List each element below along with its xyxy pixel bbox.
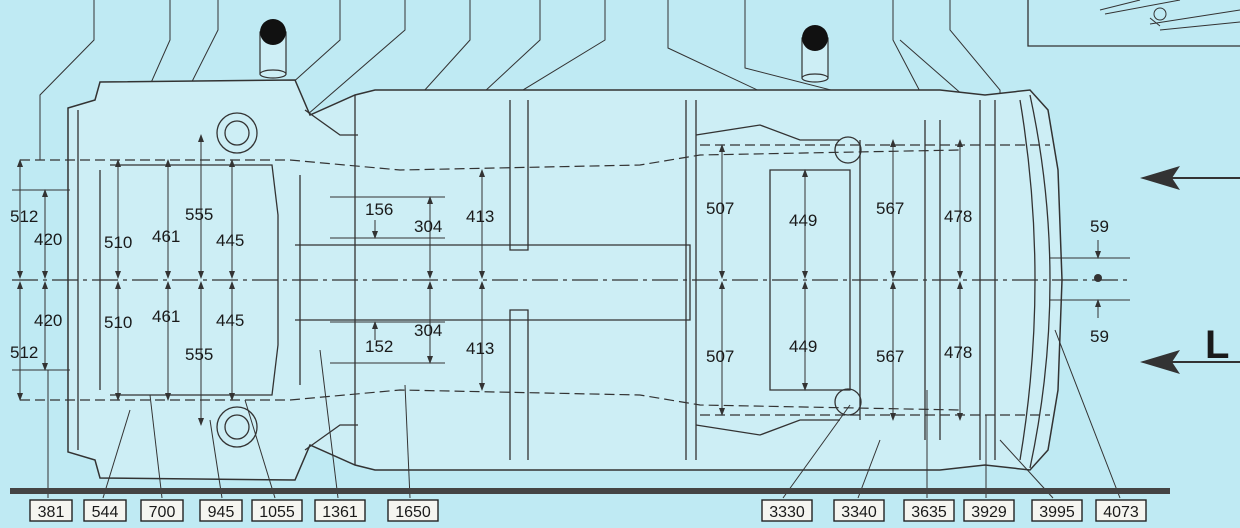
dim-512-bot: 512 [10,343,38,362]
dim-449-bot: 449 [789,337,817,356]
position-label: 3635 [903,499,955,522]
position-label: 1361 [314,499,366,522]
svg-text:3995: 3995 [1039,504,1075,521]
view-label: L [1205,323,1229,367]
position-label: 544 [83,499,127,522]
dim-510-top: 510 [104,233,132,252]
dim-507-bot: 507 [706,347,734,366]
dim-152: 152 [365,337,393,356]
svg-text:1055: 1055 [259,504,295,521]
position-label: 3340 [833,499,885,522]
inset-detail [1027,0,1240,47]
dim-420-bot: 420 [34,311,62,330]
position-label: 3995 [1031,499,1083,522]
dim-478-top: 478 [944,207,972,226]
dim-413-bot: 413 [466,339,494,358]
svg-text:544: 544 [92,504,119,521]
ground-bar [10,488,1170,494]
position-labels: 381 544 700 945 1055 1361 1650 3330 3340… [29,499,1147,522]
position-label: 945 [199,499,243,522]
position-label: 1055 [251,499,303,522]
svg-text:3635: 3635 [911,504,947,521]
dim-413-top: 413 [466,207,494,226]
svg-text:700: 700 [149,504,176,521]
dim-512-top: 512 [10,207,38,226]
dim-59-bot: 59 [1090,327,1109,346]
dim-555-top: 555 [185,205,213,224]
position-label: 381 [29,499,73,522]
svg-text:3929: 3929 [971,504,1007,521]
position-label: 4073 [1095,499,1147,522]
position-label: 3929 [963,499,1015,522]
dimension-labels: 512 420 420 512 510 510 461 461 555 555 … [10,199,1109,366]
svg-text:945: 945 [208,504,235,521]
position-label: 3330 [761,499,813,522]
dim-507-top: 507 [706,199,734,218]
dim-445-bot: 445 [216,311,244,330]
dim-304-bot: 304 [414,321,442,340]
dim-304-top: 304 [414,217,442,236]
dim-445-top: 445 [216,231,244,250]
dimension-arrows [17,134,1102,426]
strut-towers [216,112,862,448]
svg-text:381: 381 [38,504,65,521]
svg-text:4073: 4073 [1103,504,1139,521]
dim-449-top: 449 [789,211,817,230]
dim-567-bot: 567 [876,347,904,366]
dim-420-top: 420 [34,230,62,249]
svg-text:3340: 3340 [841,504,877,521]
position-label: 700 [140,499,184,522]
svg-text:1361: 1361 [322,504,358,521]
view-direction: L [1140,166,1240,374]
dim-555-bot: 555 [185,345,213,364]
dim-156: 156 [365,200,393,219]
dim-510-bot: 510 [104,313,132,332]
svg-text:1650: 1650 [395,504,431,521]
arrow-left-icon [1140,166,1180,190]
dim-461-top: 461 [152,227,180,246]
svg-text:3330: 3330 [769,504,805,521]
position-label: 1650 [387,499,439,522]
arrow-left-icon [1140,350,1180,374]
dim-59-top: 59 [1090,217,1109,236]
dim-461-bot: 461 [152,307,180,326]
dim-478-bot: 478 [944,343,972,362]
pillar-left [259,19,287,79]
reference-lines [12,144,1130,416]
dim-567-top: 567 [876,199,904,218]
pillar-right [801,25,829,83]
